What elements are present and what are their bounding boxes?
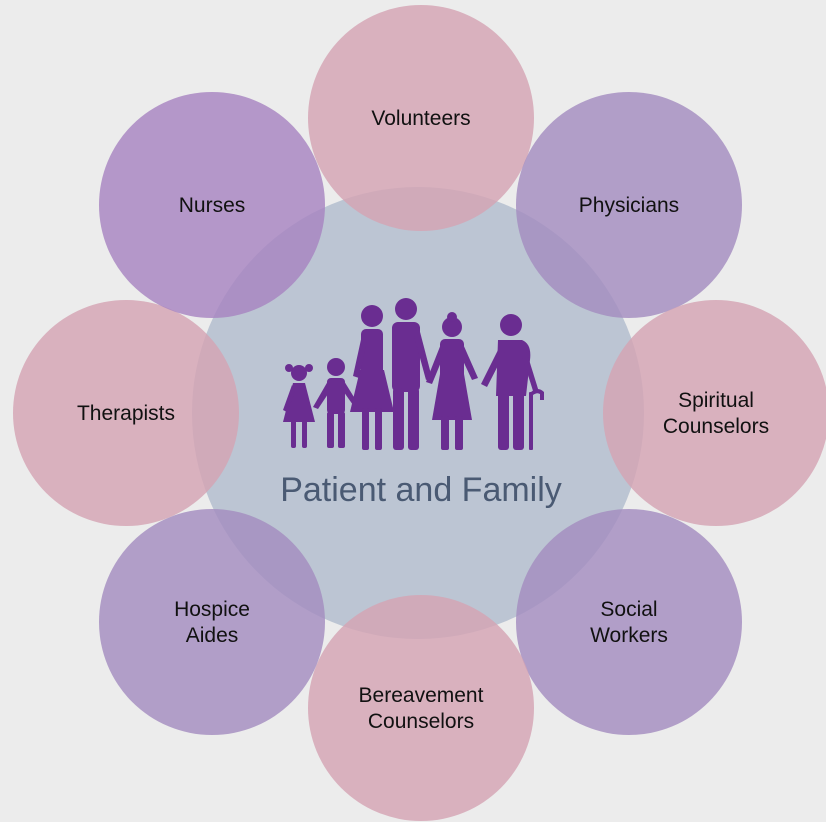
node-circle-bereavement-counselors <box>308 595 534 821</box>
node-circle-spiritual-counselors <box>603 300 826 526</box>
grandfather-figure <box>481 314 544 450</box>
node-circle-volunteers <box>308 5 534 231</box>
node-nurses: Nurses <box>99 92 325 318</box>
node-therapists: Therapists <box>13 300 239 526</box>
woman-figure <box>350 305 394 450</box>
node-physicians: Physicians <box>516 92 742 318</box>
grandmother-figure <box>426 312 478 450</box>
node-label-spiritual-counselors-line-2: Counselors <box>663 415 769 438</box>
girl-figure <box>283 364 315 448</box>
node-label-nurses: Nurses <box>179 194 246 217</box>
node-label-bereavement-counselors-line-1: Bereavement <box>359 684 484 707</box>
center-label: Patient and Family <box>280 471 562 509</box>
node-label-spiritual-counselors-line-1: Spiritual <box>678 389 754 412</box>
node-circle-nurses <box>99 92 325 318</box>
node-circle-hospice-aides <box>99 509 325 735</box>
node-label-bereavement-counselors-line-2: Counselors <box>368 710 474 733</box>
node-circle-physicians <box>516 92 742 318</box>
node-label-therapists: Therapists <box>77 402 175 425</box>
node-label-hospice-aides-line-1: Hospice <box>174 598 250 621</box>
node-label-physicians: Physicians <box>579 194 679 217</box>
node-volunteers: Volunteers <box>308 5 534 231</box>
node-label-social-workers-line-1: Social <box>600 598 657 621</box>
man-figure <box>392 298 432 450</box>
node-circle-social-workers <box>516 509 742 735</box>
node-circle-therapists <box>13 300 239 526</box>
node-label-hospice-aides-line-2: Aides <box>186 624 239 647</box>
family-icon <box>283 298 544 450</box>
boy-figure <box>313 358 357 448</box>
node-label-volunteers: Volunteers <box>371 107 470 130</box>
node-label-social-workers-line-2: Workers <box>590 624 668 647</box>
